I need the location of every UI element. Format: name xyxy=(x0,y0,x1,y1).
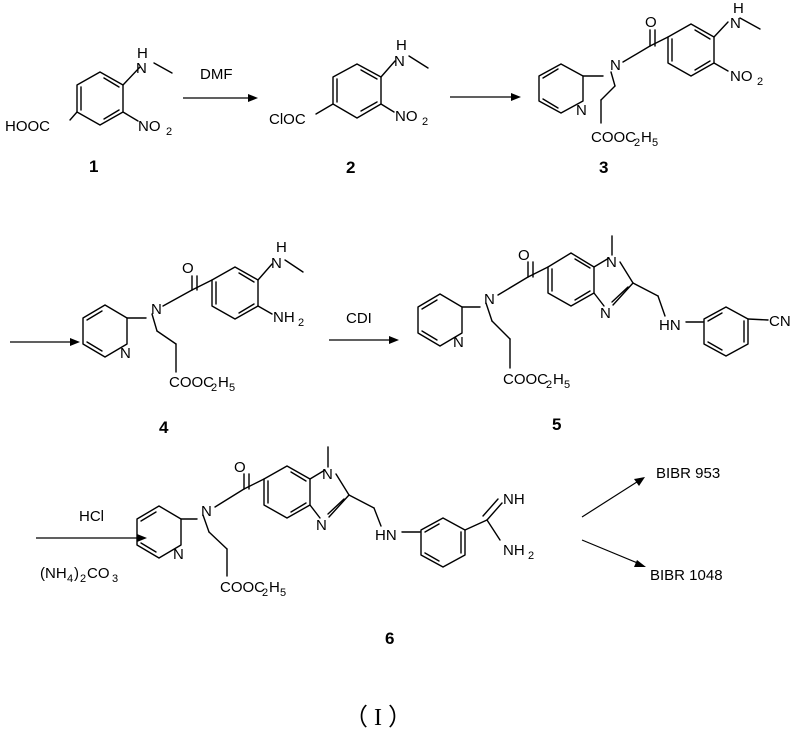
svg-text:5: 5 xyxy=(229,382,235,394)
atom-nh: NH xyxy=(503,491,525,508)
svg-text:2: 2 xyxy=(211,382,217,394)
svg-text:2: 2 xyxy=(262,587,268,599)
svg-text:N: N xyxy=(271,255,282,272)
compound-label: 3 xyxy=(599,158,608,177)
svg-text:2: 2 xyxy=(166,126,172,138)
svg-text:H: H xyxy=(396,37,407,54)
atom-nh2: NH xyxy=(273,309,295,326)
compound-1: H N NO 2 HOOC xyxy=(5,45,173,138)
atom-cloc: ClOC xyxy=(269,111,306,128)
reaction-arrow xyxy=(581,539,646,567)
svg-text:4: 4 xyxy=(67,573,73,585)
reaction-arrow xyxy=(329,336,399,344)
svg-text:5: 5 xyxy=(280,587,286,599)
compound-3: O N N H N NO 2 COOC 2 H 5 xyxy=(538,0,763,149)
reagent-hcl: HCl xyxy=(79,508,104,525)
svg-text:HN: HN xyxy=(375,527,397,544)
atom-cn: CN xyxy=(769,313,791,330)
svg-text:2: 2 xyxy=(546,379,552,391)
atom-hn: HN xyxy=(659,317,681,334)
svg-text:H: H xyxy=(218,374,229,391)
svg-text:N: N xyxy=(606,254,617,271)
svg-text:(NH: (NH xyxy=(40,565,67,582)
svg-text:COOC: COOC xyxy=(503,371,548,388)
compound-6: O N N N N HN NH NH 2 COOC 2 H 5 xyxy=(136,446,534,599)
svg-text:N: N xyxy=(600,305,611,322)
reagent-cdi: CDI xyxy=(346,310,372,327)
svg-text:COOC: COOC xyxy=(220,579,265,596)
atom-n: N xyxy=(136,60,147,77)
svg-text:2: 2 xyxy=(298,317,304,329)
svg-text:NO: NO xyxy=(395,108,418,125)
svg-text:N: N xyxy=(322,466,333,483)
svg-text:N: N xyxy=(453,334,464,351)
svg-text:NO: NO xyxy=(730,68,753,85)
svg-text:N: N xyxy=(610,57,621,74)
svg-text:H: H xyxy=(276,239,287,256)
compound-label: 2 xyxy=(346,158,355,177)
scheme-caption: （ I ） xyxy=(344,705,412,731)
svg-text:5: 5 xyxy=(652,137,658,149)
svg-text:N: N xyxy=(730,15,741,32)
product-bibr-953: BIBR 953 xyxy=(656,465,720,482)
compound-label: 5 xyxy=(552,415,561,434)
svg-text:CO: CO xyxy=(87,565,110,582)
compound-label: 6 xyxy=(385,629,394,648)
compound-label: 4 xyxy=(159,418,169,437)
svg-text:3: 3 xyxy=(112,573,118,585)
reagent-ammonium-carbonate: (NH 4 ) 2 CO 3 xyxy=(40,565,118,585)
svg-text:O: O xyxy=(182,260,194,277)
svg-text:N: N xyxy=(120,345,131,362)
svg-text:N: N xyxy=(484,291,495,308)
svg-text:O: O xyxy=(234,459,246,476)
reaction-arrow xyxy=(36,534,147,542)
svg-text:COOC: COOC xyxy=(591,129,636,146)
svg-text:2: 2 xyxy=(634,137,640,149)
svg-text:COOC: COOC xyxy=(169,374,214,391)
atom-h: H xyxy=(137,45,148,62)
compound-label: 1 xyxy=(89,157,98,176)
svg-text:O: O xyxy=(518,247,530,264)
svg-text:2: 2 xyxy=(757,76,763,88)
compound-2: H N NO 2 ClOC xyxy=(269,37,429,128)
svg-text:H: H xyxy=(553,371,564,388)
svg-text:): ) xyxy=(74,565,79,582)
svg-text:N: N xyxy=(151,301,162,318)
compound-4: O N N H N NH 2 COOC 2 H 5 xyxy=(82,239,304,394)
svg-text:5: 5 xyxy=(564,379,570,391)
svg-text:N: N xyxy=(316,517,327,534)
svg-text:N: N xyxy=(173,546,184,563)
svg-text:2: 2 xyxy=(80,573,86,585)
svg-text:N: N xyxy=(201,503,212,520)
svg-text:N: N xyxy=(394,53,405,70)
atom-nh2: NH xyxy=(503,542,525,559)
reaction-arrow xyxy=(183,94,258,102)
reaction-arrow xyxy=(10,338,80,346)
reaction-arrow xyxy=(581,477,645,518)
atom-no2: NO xyxy=(138,118,161,135)
svg-text:H: H xyxy=(269,579,280,596)
svg-text:N: N xyxy=(576,102,587,119)
product-bibr-1048: BIBR 1048 xyxy=(650,567,723,584)
reagent-dmf: DMF xyxy=(200,66,233,83)
svg-text:2: 2 xyxy=(528,550,534,562)
svg-text:O: O xyxy=(645,14,657,31)
svg-text:H: H xyxy=(733,0,744,17)
svg-text:2: 2 xyxy=(422,116,428,128)
svg-text:H: H xyxy=(641,129,652,146)
reaction-arrow xyxy=(450,93,521,101)
compound-5: O N N N N HN CN COOC 2 H 5 xyxy=(417,235,791,391)
atom-hooc: HOOC xyxy=(5,118,50,135)
